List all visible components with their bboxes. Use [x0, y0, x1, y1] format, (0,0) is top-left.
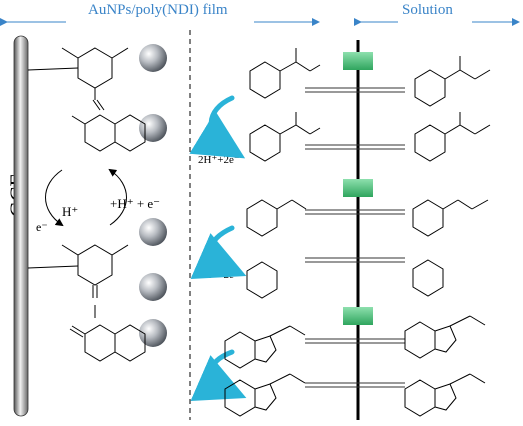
- pac-solution-structure: [412, 199, 489, 297]
- trp-film-structure: [224, 325, 306, 417]
- tag-adr: ADR: [344, 53, 372, 68]
- reaction-label-adr: 2H⁺+2e⁻: [198, 154, 240, 166]
- tag-trp: Trp: [348, 308, 368, 323]
- reaction-label-pac: 2H⁺+2e⁻: [198, 269, 240, 281]
- electrode-label: GCE: [5, 173, 30, 217]
- proton-electron-label-right: +H⁺ + e⁻: [110, 196, 161, 211]
- film-header: AuNPs/poly(NDI) film: [88, 2, 228, 18]
- electron-label-left: e⁻: [36, 220, 48, 234]
- trp-solution-structure: [404, 315, 486, 417]
- adr-quinone-structure: [249, 112, 321, 162]
- tag-pac: PAC: [345, 180, 371, 195]
- mediator-oxidized-structure: [27, 244, 146, 362]
- mediator-reduced-structure: [27, 47, 146, 152]
- proton-label-left: H⁺: [62, 204, 79, 219]
- reaction-label-trp: 2H⁺+2e⁻: [196, 389, 238, 401]
- solution-header: Solution: [402, 2, 453, 18]
- adr-film-structure: [249, 48, 321, 99]
- pac-film-structure: [246, 199, 307, 299]
- adr-solution-structure: [414, 56, 491, 162]
- gce-electrode: [13, 35, 29, 417]
